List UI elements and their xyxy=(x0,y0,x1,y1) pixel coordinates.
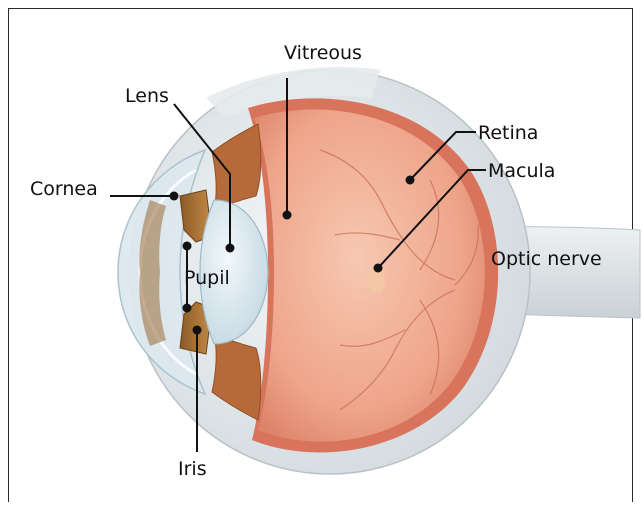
label-optic-nerve: Optic nerve xyxy=(491,248,602,270)
macula-dot xyxy=(374,264,383,273)
label-macula: Macula xyxy=(488,160,555,182)
label-vitreous: Vitreous xyxy=(284,42,362,64)
pupil-dot-bottom xyxy=(183,304,192,313)
pupil-dot-top xyxy=(183,242,192,251)
lens-dot xyxy=(226,244,235,253)
cornea-dot xyxy=(170,192,179,201)
label-pupil: Pupil xyxy=(184,267,230,289)
label-lens: Lens xyxy=(125,85,169,107)
vitreous-dot xyxy=(283,211,292,220)
label-iris: Iris xyxy=(178,458,207,480)
label-cornea: Cornea xyxy=(30,178,98,200)
iris-dot xyxy=(193,326,202,335)
label-retina: Retina xyxy=(478,122,538,144)
retina-dot xyxy=(406,176,415,185)
